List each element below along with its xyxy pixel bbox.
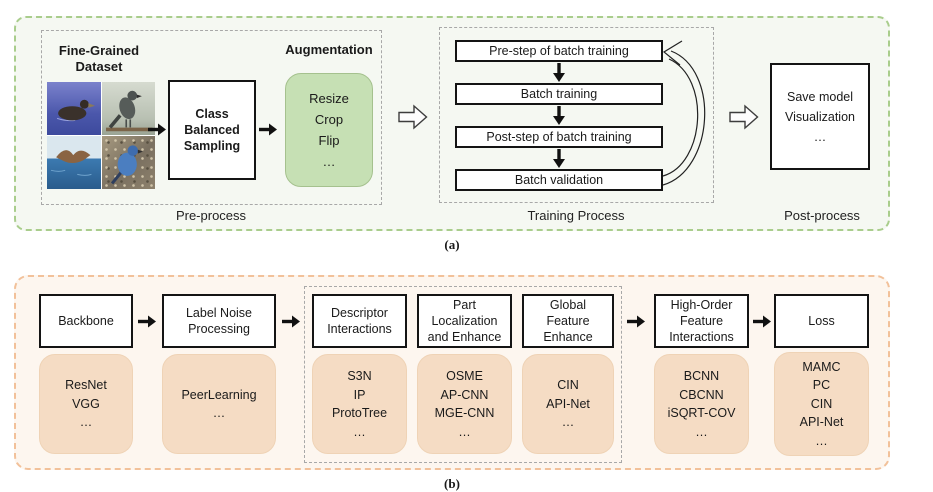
stage-arrow-training-to-post-icon <box>729 104 759 130</box>
arrow-sampling-to-augmentation-icon <box>259 123 277 136</box>
high-order-methods-box: BCNN CBCNN iSQRT-COV … <box>654 354 749 454</box>
post-process-section-label: Post-process <box>784 208 860 223</box>
gull-silhouette <box>50 150 92 176</box>
global-feature-methods-box: CIN API-Net … <box>522 354 614 454</box>
part-localization-methods-box: OSME AP-CNN MGE-CNN … <box>417 354 512 454</box>
loss-box: Loss <box>774 294 869 348</box>
high-order-interactions-box: High-Order Feature Interactions <box>654 294 749 348</box>
training-process-group <box>439 27 714 203</box>
bluebird-silhouette <box>110 145 143 185</box>
stage-arrow-pre-to-training-icon <box>398 104 428 130</box>
bird-photo-catbird <box>101 82 155 135</box>
augmentation-box: Resize Crop Flip … <box>285 73 373 187</box>
global-feature-enhance-box: Global Feature Enhance <box>522 294 614 348</box>
bird-photo-gull <box>47 136 101 189</box>
arrow-backbone-to-labelnoise-icon <box>138 315 156 328</box>
arrow-step1-icon <box>553 63 565 82</box>
step-batch-validation-box: Batch validation <box>455 169 663 191</box>
arrow-step2-icon <box>553 106 565 125</box>
duck-silhouette <box>56 99 95 122</box>
descriptor-methods-box: S3N IP ProtoTree … <box>312 354 407 454</box>
post-process-output-box: Save model Visualization … <box>770 63 870 170</box>
backbone-box: Backbone <box>39 294 133 348</box>
pre-process-section-label: Pre-process <box>175 208 247 223</box>
feature-methods-group <box>304 286 622 463</box>
part-localization-box: Part Localization and Enhance <box>417 294 512 348</box>
descriptor-interactions-box: Descriptor Interactions <box>312 294 407 348</box>
step-pre-step-box: Pre-step of batch training <box>455 40 663 62</box>
arrow-features-to-highorder-icon <box>627 315 645 328</box>
pre-process-group <box>41 30 382 205</box>
catbird-silhouette <box>105 90 152 132</box>
backbone-methods-box: ResNet VGG … <box>39 354 133 454</box>
step-batch-training-box: Batch training <box>455 83 663 105</box>
panel-training-pipeline: Fine-Grained Dataset <box>14 16 890 231</box>
training-process-section-label: Training Process <box>527 208 625 223</box>
label-noise-processing-box: Label Noise Processing <box>162 294 276 348</box>
fine-grained-dataset-label: Fine-Grained Dataset <box>58 43 140 74</box>
loop-feedback-arrow-icon <box>662 40 706 186</box>
step-post-step-box: Post-step of batch training <box>455 126 663 148</box>
fine-grained-dataset-photos <box>47 82 155 189</box>
augmentation-label: Augmentation <box>285 42 373 57</box>
loss-methods-box: MAMC PC CIN API-Net … <box>774 352 869 456</box>
class-balanced-sampling-box: Class Balanced Sampling <box>168 80 256 180</box>
bird-photo-duck <box>47 82 101 135</box>
label-noise-methods-box: PeerLearning … <box>162 354 276 454</box>
caption-b: (b) <box>444 476 460 491</box>
caption-a: (a) <box>444 237 460 252</box>
arrow-labelnoise-to-features-icon <box>282 315 300 328</box>
arrow-step3-icon <box>553 149 565 168</box>
arrow-dataset-to-sampling-icon <box>148 123 166 136</box>
panel-method-pipeline: Backbone ResNet VGG … Label Noise Proces… <box>14 275 890 470</box>
arrow-highorder-to-loss-icon <box>753 315 771 328</box>
bird-photo-bluebird <box>101 136 155 189</box>
